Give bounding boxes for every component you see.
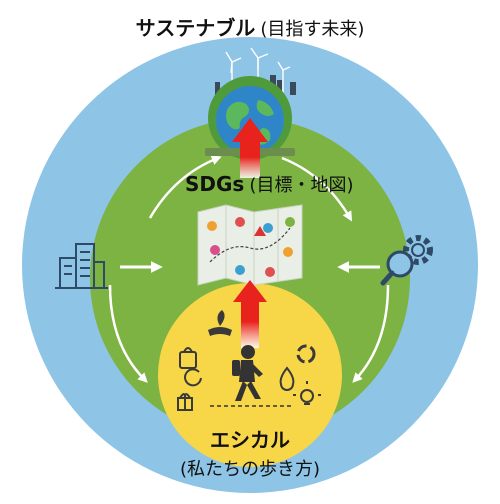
sdgs-label: SDGs (目標・地図) xyxy=(185,171,455,197)
water-drop-icon xyxy=(279,366,295,391)
light-bulb-icon xyxy=(293,381,321,405)
ethical-sub-text: (私たちの歩き方) xyxy=(179,459,321,480)
sdgs-label-sub: (目標・地図) xyxy=(249,175,354,196)
ethical-label-main: エシカル xyxy=(0,424,500,453)
city-buildings-icon xyxy=(55,243,108,289)
arrow-ethical-to-sdgs xyxy=(233,280,267,348)
sdgs-label-main: SDGs xyxy=(185,172,245,196)
ethical-main-text: エシカル xyxy=(210,428,290,452)
shopping-bag-icon xyxy=(179,347,197,369)
refresh-icon xyxy=(184,368,202,387)
walking-person-icon xyxy=(232,345,263,401)
future-label-main: サステナブル xyxy=(135,16,256,40)
search-gear-icon xyxy=(380,235,433,286)
ethical-label-sub: (私たちの歩き方) xyxy=(0,455,500,481)
gift-box-icon xyxy=(177,393,193,411)
future-label: サステナブル (目指す未来) xyxy=(0,12,500,41)
cycle-arrow-top-left xyxy=(148,155,222,219)
cycle-arrow-bottom-right xyxy=(352,284,390,383)
recycle-icon xyxy=(296,344,316,364)
cycle-arrow-bottom-left xyxy=(108,284,148,383)
sprout-hands-icon xyxy=(208,310,232,336)
cycle-arrow-top-right xyxy=(281,156,353,222)
arrow-sdgs-to-future xyxy=(232,118,268,178)
future-label-sub: (目指す未来) xyxy=(260,19,365,40)
map-icon xyxy=(197,204,303,286)
